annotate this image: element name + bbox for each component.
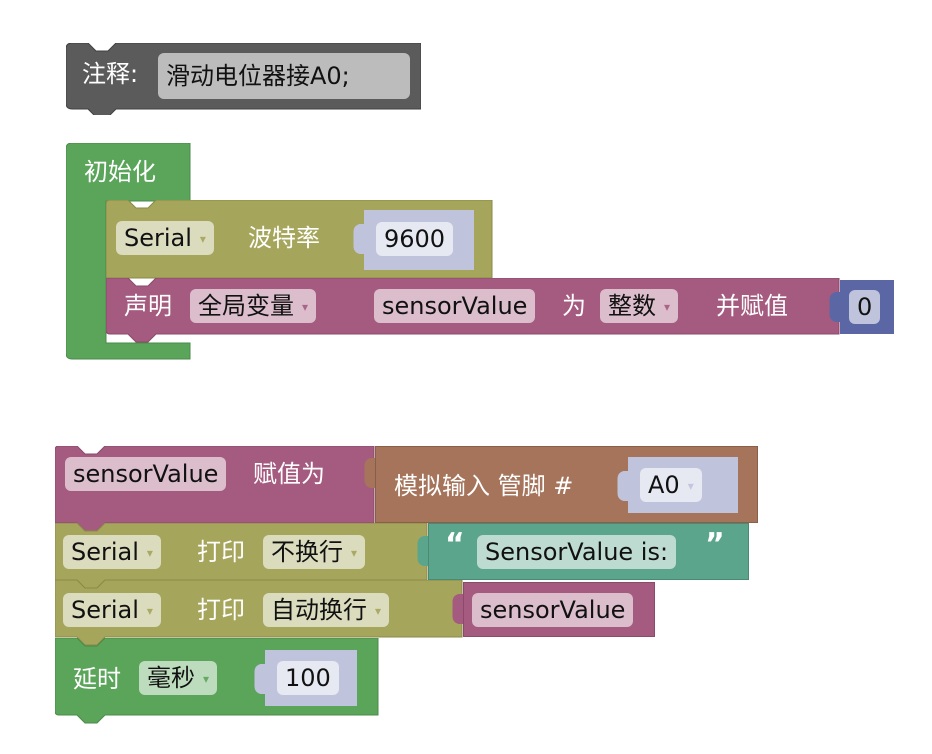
dropdown-arrow-icon: ▾ [375, 604, 382, 618]
print1-mode-dropdown[interactable]: 不换行 ▾ [263, 535, 366, 569]
print2-mode-dropdown[interactable]: 自动换行 ▾ [263, 593, 390, 627]
baud-number-block[interactable]: 9600 [364, 210, 474, 270]
initial-value-block[interactable]: 0 [840, 280, 894, 334]
print2-mode-value: 自动换行 [271, 596, 367, 624]
delay-number-block[interactable]: 100 [265, 650, 357, 706]
variable-name-field[interactable]: sensorValue [374, 289, 536, 323]
dropdown-arrow-icon: ▾ [687, 479, 694, 493]
type-value: 整数 [608, 292, 656, 320]
dropdown-arrow-icon: ▾ [199, 232, 206, 246]
pin-block[interactable]: A0 ▾ [628, 457, 738, 513]
scope-dropdown[interactable]: 全局变量 ▾ [190, 289, 317, 323]
assign-label: 并赋值 [716, 292, 788, 320]
initial-value-field[interactable]: 0 [849, 290, 881, 324]
analog-read-block[interactable]: 模拟输入 管脚 # A0 ▾ [375, 446, 758, 523]
type-dropdown[interactable]: 整数 ▾ [600, 289, 679, 323]
analog-read-label: 模拟输入 管脚 # [394, 472, 574, 500]
print-newline-block[interactable]: Serial ▾ 打印 自动换行 ▾ [55, 580, 463, 646]
setup-block-shape [66, 143, 191, 360]
assign-variable-field[interactable]: sensorValue [65, 457, 227, 491]
input-connector-icon [254, 664, 266, 694]
baud-label: 波特率 [248, 224, 320, 252]
input-connector-icon [829, 292, 841, 322]
text-string-field[interactable]: SensorValue is: [477, 535, 677, 569]
setup-label: 初始化 [84, 158, 156, 186]
comment-text-field[interactable]: 滑动电位器接A0; [158, 53, 410, 99]
delay-unit-value: 毫秒 [147, 664, 195, 692]
delay-value-field[interactable]: 100 [277, 661, 339, 695]
scope-value: 全局变量 [198, 292, 294, 320]
print-no-newline-block[interactable]: Serial ▾ 打印 不换行 ▾ [55, 523, 428, 589]
declare-label: 声明 [124, 292, 172, 320]
dropdown-arrow-icon: ▾ [146, 546, 153, 560]
assign-label: 赋值为 [253, 460, 325, 488]
input-connector-icon [617, 471, 629, 501]
input-connector-icon [353, 224, 365, 254]
as-label: 为 [562, 292, 586, 320]
comment-block[interactable]: 注释: 滑动电位器接A0; [66, 43, 421, 115]
serial-begin-block[interactable]: Serial ▾ 波特率 9600 [106, 200, 494, 279]
pin-dropdown[interactable]: A0 ▾ [640, 468, 702, 502]
dropdown-arrow-icon: ▾ [302, 300, 309, 314]
input-connector-icon [364, 458, 376, 488]
print-variable-field[interactable]: sensorValue [472, 593, 634, 627]
dropdown-arrow-icon: ▾ [203, 672, 210, 686]
open-quote-icon: “ [445, 527, 465, 562]
dropdown-arrow-icon: ▾ [351, 546, 358, 560]
delay-block[interactable]: 延时 毫秒 ▾ 100 [55, 638, 379, 724]
comment-label: 注释: [82, 60, 139, 88]
close-quote-icon: ” [705, 527, 725, 562]
pin-value: A0 [648, 471, 680, 499]
setup-block[interactable]: 初始化 [66, 143, 496, 361]
declare-variable-block[interactable]: 声明 全局变量 ▾ sensorValue 为 整数 ▾ 并赋值 [106, 278, 840, 343]
print1-port-value: Serial [71, 538, 139, 566]
assign-block[interactable]: sensorValue 赋值为 [55, 446, 375, 532]
dropdown-arrow-icon: ▾ [146, 604, 153, 618]
input-connector-icon [452, 594, 464, 624]
print1-label: 打印 [197, 538, 245, 566]
print1-mode-value: 不换行 [271, 538, 343, 566]
text-string-block[interactable]: “ SensorValue is: ” [428, 523, 749, 580]
serial-port-dropdown[interactable]: Serial ▾ [116, 221, 214, 255]
print2-port-dropdown[interactable]: Serial ▾ [63, 593, 161, 627]
input-connector-icon [417, 536, 429, 566]
serial-port-value: Serial [124, 224, 192, 252]
print2-port-value: Serial [71, 596, 139, 624]
delay-unit-dropdown[interactable]: 毫秒 ▾ [139, 661, 218, 695]
print2-label: 打印 [197, 596, 245, 624]
print1-port-dropdown[interactable]: Serial ▾ [63, 535, 161, 569]
dropdown-arrow-icon: ▾ [664, 300, 671, 314]
baud-value-field[interactable]: 9600 [376, 222, 454, 256]
print-variable-block[interactable]: sensorValue [463, 582, 655, 637]
delay-label: 延时 [73, 665, 121, 693]
